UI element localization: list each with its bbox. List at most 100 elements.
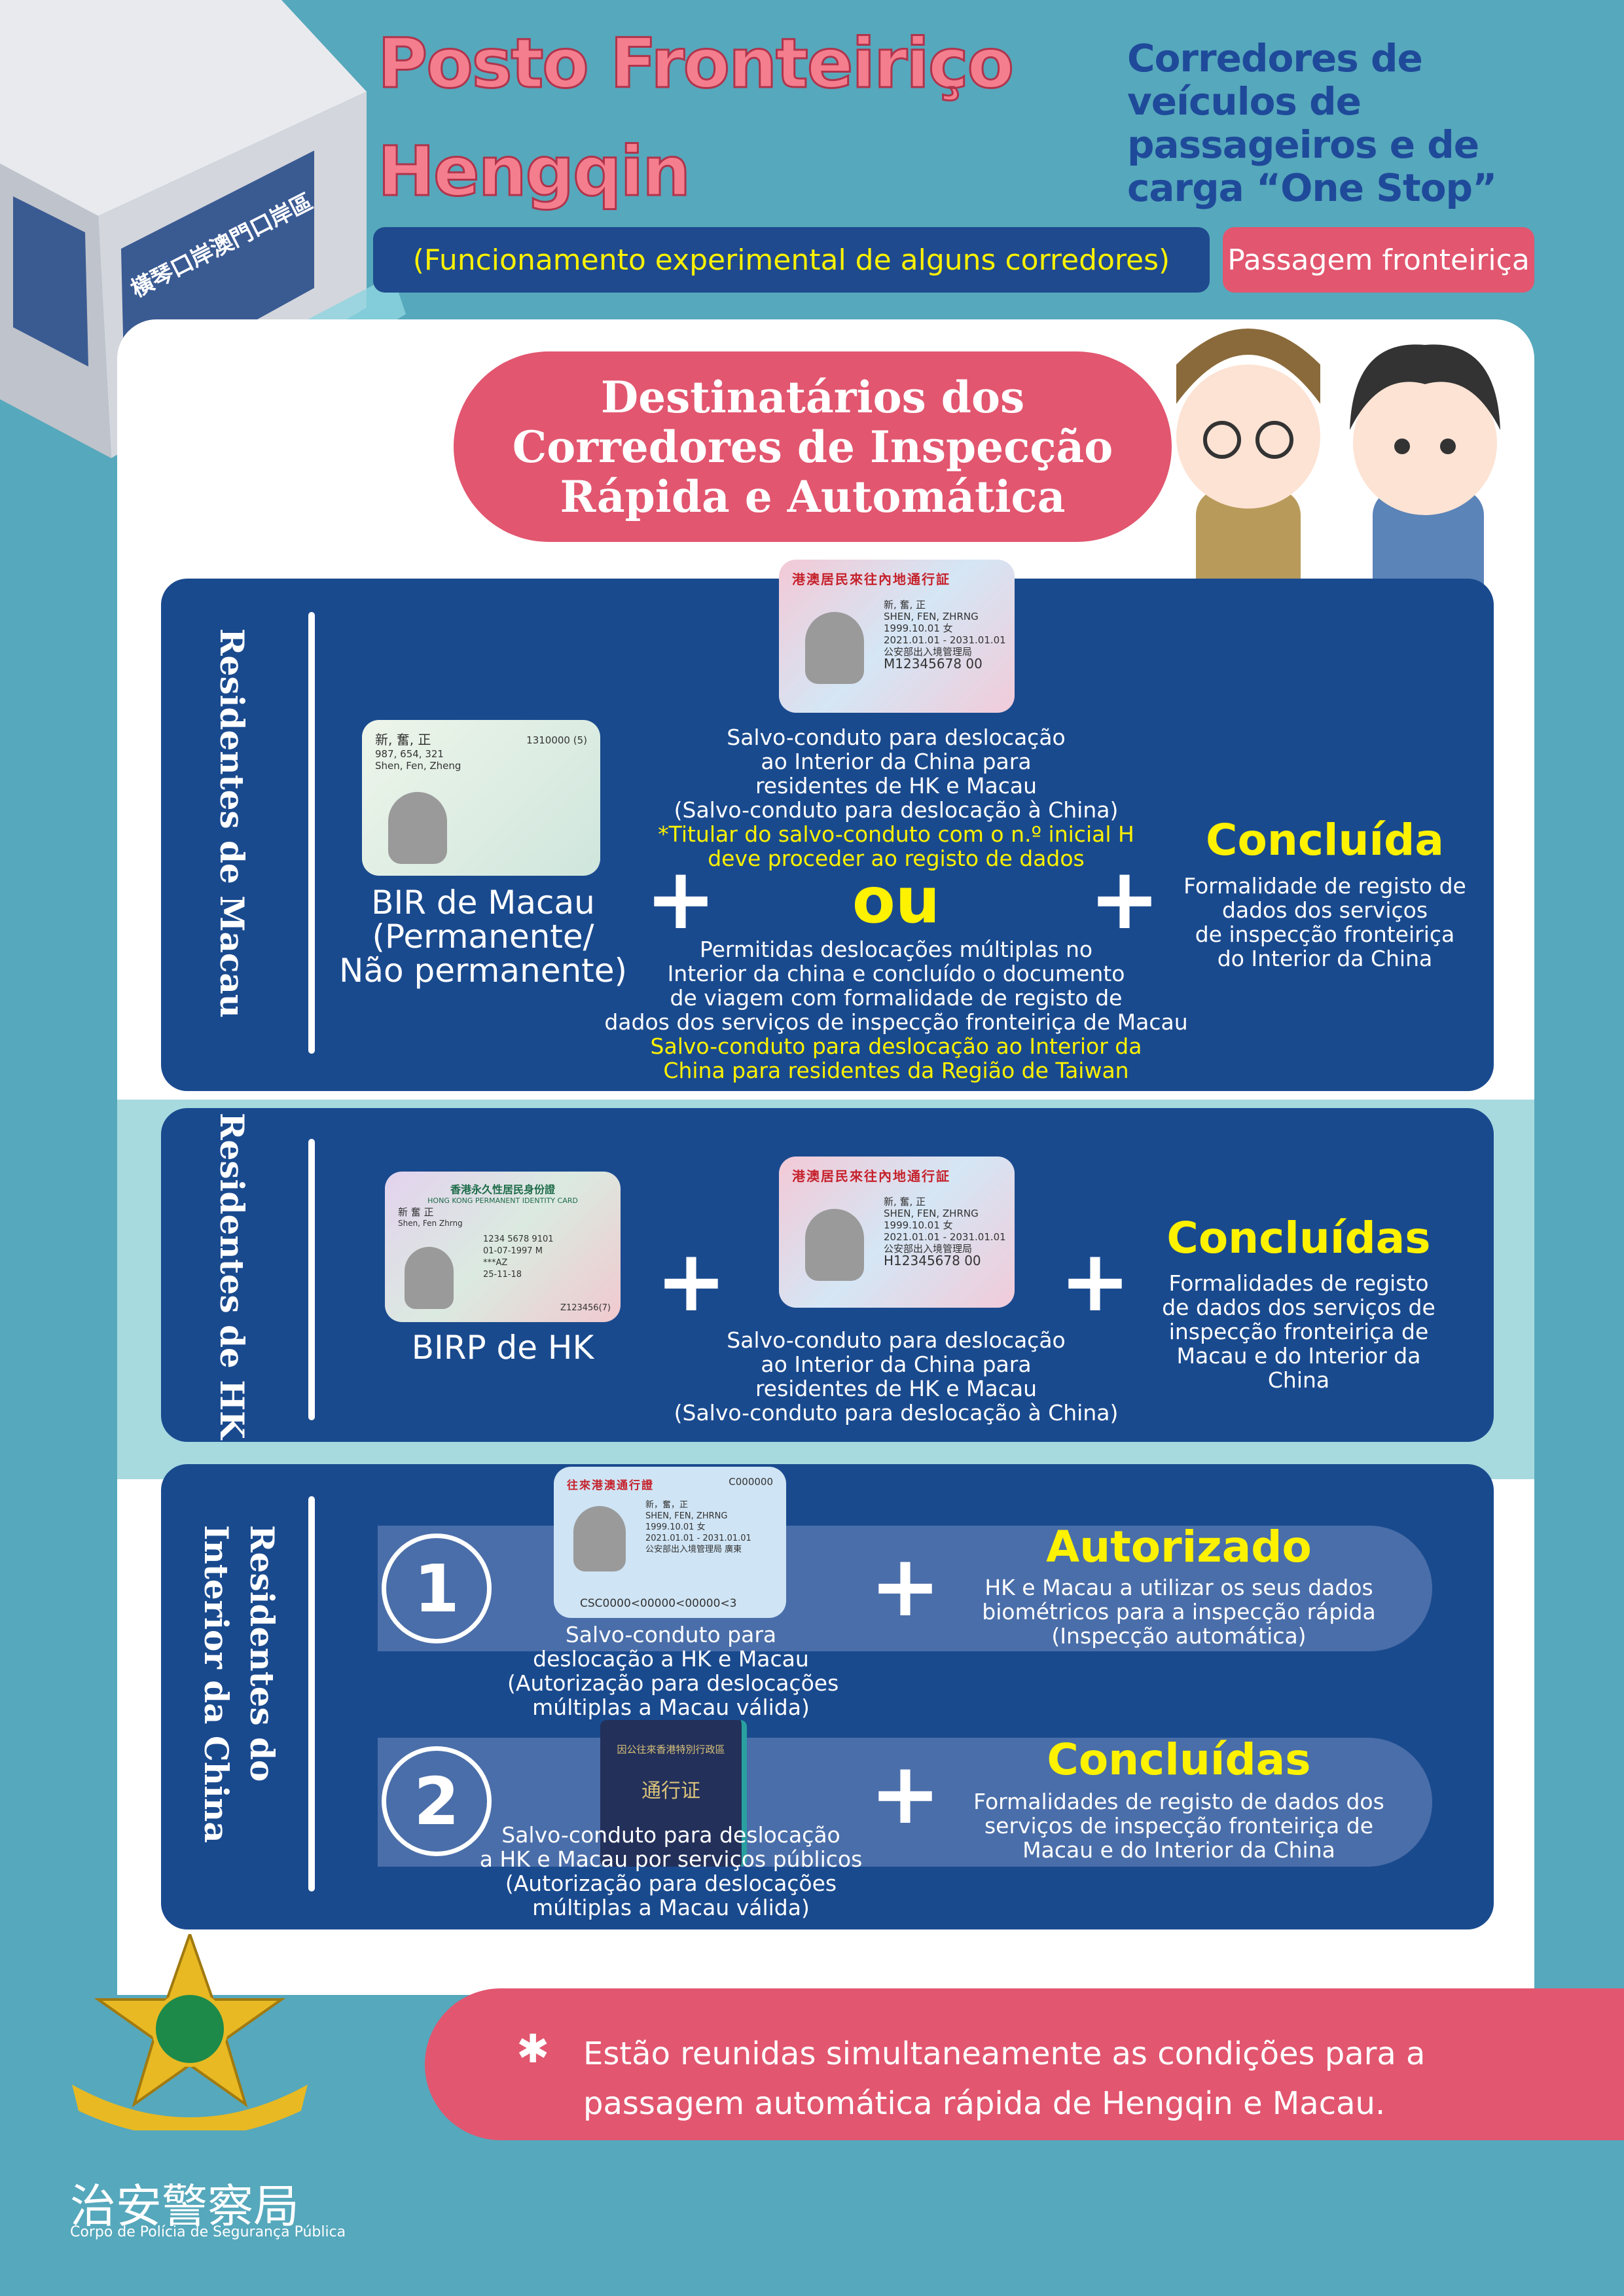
label-line: Residentes do (243, 1525, 281, 1782)
subtitle-line: carga “One Stop” (1127, 166, 1497, 210)
logo-name-cn: 治安警察局 (70, 2179, 299, 2233)
booklet-title: 因公往來香港特別行政區 (617, 1744, 725, 1755)
card-count: 00 (964, 1253, 981, 1268)
card-name-cn: 新, 奮, 正 (884, 599, 926, 611)
row-2-doc-description: Salvo-conduto para deslocação a HK e Mac… (475, 1823, 867, 1920)
row-1-pill (378, 1526, 1432, 1651)
text-line: múltiplas a Macau válida) (532, 1695, 810, 1720)
macau-alt-description: Permitidas deslocações múltiplas no Inte… (569, 937, 1223, 1083)
banner-line: Corredores de Inspecção (512, 421, 1113, 473)
card-number: M12345678 (884, 656, 962, 672)
text-line: Interior da china e concluído o document… (667, 961, 1125, 986)
plus-icon: + (655, 1231, 727, 1331)
row-2-status-description: Formalidades de registo de dados dos ser… (950, 1789, 1408, 1862)
card-dob: 01-07-1997 (483, 1246, 533, 1256)
subtitle-line: Corredores de (1127, 36, 1423, 81)
text-line: a HK e Macau por serviços públicos (479, 1846, 863, 1872)
doc-label-line: BIR de Macau (371, 884, 595, 922)
asterisk-icon: ✱ (516, 2026, 550, 2072)
booklet-subtitle: 通行证 (641, 1780, 700, 1803)
hk-doc-label: BIRP de HK (411, 1329, 594, 1367)
hk-pass-description: Salvo-conduto para deslocação ao Interio… (569, 1328, 1223, 1425)
card-validity: 2021.01.01 - 2031.01.01 (884, 1231, 1006, 1243)
card-title: 港澳居民來往內地通行証 (792, 1168, 950, 1184)
logo-name-pt: Corpo de Polícia de Segurança Pública (70, 2224, 346, 2240)
photo-placeholder-icon (805, 1209, 864, 1281)
macau-pass-card: 港澳居民來往內地通行証 新, 奮, 正 SHEN, FEN, ZHRNG 199… (779, 560, 1015, 713)
note-line: China para residentes da Região de Taiwa… (663, 1058, 1129, 1083)
row-2-status: Concluídas (1047, 1734, 1311, 1785)
footer-note: ✱ Estão reunidas simultaneamente as cond… (425, 1988, 1624, 2140)
card-issuer: 公安部出入境管理局 (884, 1243, 973, 1255)
card-id: Z123456(7) (560, 1303, 611, 1313)
doc-label-line: Não permanente) (338, 952, 628, 990)
card-count: 00 (965, 656, 983, 672)
or-label: ou (852, 864, 941, 937)
footer-note-line: passagem automática rápida de Hengqin e … (583, 2085, 1386, 2122)
card-title: 往來港澳通行證 (567, 1479, 654, 1492)
photo-placeholder-icon (805, 612, 864, 684)
card-sex: 女 (943, 1219, 953, 1231)
text-line: residentes de HK e Macau (755, 1376, 1038, 1401)
card-name-en: Shen, Fen Zhrng (398, 1219, 463, 1228)
text-line: Formalidades de registo de dados dos (973, 1789, 1384, 1814)
card-name-cn: 新, 奮, 正 (375, 732, 431, 747)
card-validity: 2021.01.01 - 2031.01.01 (645, 1534, 751, 1543)
row-1-status-description: HK e Macau a utilizar os seus dados biom… (950, 1575, 1408, 1648)
plus-icon: + (869, 1744, 941, 1843)
text-line: ao Interior da China para (761, 749, 1032, 774)
plus-icon: + (645, 849, 717, 948)
hk-status-description: Formalidades de registo de dados dos ser… (1135, 1271, 1462, 1392)
card-title-cn: 香港永久性居民身份證 (450, 1183, 555, 1196)
card-number: 987, 654, 321 (375, 748, 444, 760)
text-line: de dados dos serviços de (1162, 1295, 1435, 1320)
card-issue: 25-11-18 (483, 1270, 522, 1280)
text-line: Permitidas deslocações múltiplas no (699, 937, 1093, 962)
text-line: Formalidades de registo (1168, 1270, 1429, 1296)
card-number: H12345678 (884, 1253, 960, 1268)
text-line: de inspecção fronteiriça (1195, 922, 1455, 947)
banner-line: Rápida e Automática (560, 471, 1066, 522)
text-line: ao Interior da China para (761, 1352, 1032, 1377)
card-flag: ***AZ (483, 1258, 508, 1268)
card-name-en: SHEN, FEN, ZHRNG (884, 611, 979, 622)
text-line: Macau e do Interior da China (1022, 1837, 1335, 1863)
plus-icon: + (869, 1536, 941, 1636)
text-line: China (1267, 1367, 1330, 1393)
hk-label: Residentes de HK (213, 1113, 251, 1439)
card-code: 1234 5678 9101 (483, 1234, 554, 1244)
row-1-doc-description: Salvo-conduto para deslocação a HK e Mac… (507, 1623, 839, 1720)
text-line: (Autorização para deslocações (505, 1871, 837, 1896)
text-line: dados dos serviços de inspecção fronteir… (604, 1009, 1188, 1035)
text-line: (Salvo-conduto para deslocação à China) (674, 1400, 1119, 1426)
card-sex: 女 (943, 622, 953, 634)
doc-label-line: (Permanente/ (372, 918, 594, 956)
card-title: 港澳居民來往內地通行証 (792, 571, 950, 587)
official-permit-booklet: 因公往來香港特別行政區 通行证 (600, 1720, 747, 1867)
macau-status-description: Formalidade de registo de dados dos serv… (1161, 874, 1489, 971)
step-number-2: 2 (382, 1746, 492, 1856)
section-banner: Destinatários dos Corredores de Inspecçã… (454, 351, 1172, 542)
passage-label: Passagem fronteiriça (1223, 227, 1534, 293)
text-line: Salvo-conduto para deslocação (727, 1327, 1066, 1353)
macau-status: Concluída (1206, 815, 1444, 865)
photo-placeholder-icon (405, 1247, 454, 1309)
card-name-en: Shen, Fen, Zheng (375, 760, 461, 772)
photo-placeholder-icon (573, 1506, 626, 1571)
card-code: C000000 (729, 1476, 773, 1488)
text-line: Macau e do Interior da (1176, 1343, 1421, 1369)
hk-pass-card: 港澳居民來往內地通行証 新, 奮, 正 SHEN, FEN, ZHRNG 199… (779, 1157, 1015, 1308)
card-name-en: SHEN, FEN, ZHRNG (645, 1511, 728, 1521)
title-line-2: Hengqin (376, 132, 691, 211)
text-line: dados dos serviços (1221, 897, 1428, 923)
step-number-1: 1 (382, 1534, 492, 1643)
text-line: de viagem com formalidade de registo de (670, 985, 1123, 1011)
text-line: (Inspecção automática) (1051, 1623, 1307, 1649)
text-line: inspecção fronteiriça de (1168, 1319, 1429, 1344)
mainland-permit-card: 往來港澳通行證 C000000 新，奮，正 SHEN, FEN, ZHRNG 1… (554, 1467, 786, 1618)
row-2-pill (378, 1738, 1432, 1867)
card-title-en: HONG KONG PERMANENT IDENTITY CARD (427, 1196, 578, 1205)
card-issuer: 公安部出入境管理局 (645, 1545, 723, 1554)
macau-id-card: 新, 奮, 正 987, 654, 321 Shen, Fen, Zheng 1… (362, 720, 600, 876)
card-id: 1310000 (5) (526, 734, 587, 746)
